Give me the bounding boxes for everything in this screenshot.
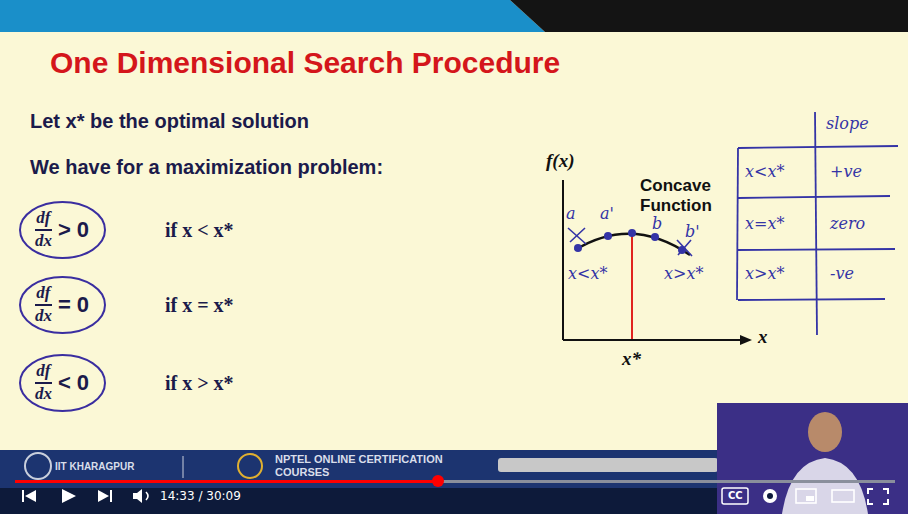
table-cell: x>x* xyxy=(745,264,784,283)
fraction: df dx xyxy=(35,284,52,325)
fraction: df dx xyxy=(35,362,52,403)
axis-label: x* xyxy=(622,348,641,370)
fraction-bar xyxy=(35,229,52,231)
fraction-bar xyxy=(35,382,52,384)
point-label: b xyxy=(652,214,662,233)
circled-derivative: df dx < 0 xyxy=(18,353,107,413)
numerator: df xyxy=(36,209,50,228)
progress-played xyxy=(15,480,438,483)
numerator: df xyxy=(36,284,50,303)
divider xyxy=(183,456,184,478)
slide-title: One Dimensional Search Procedure xyxy=(50,46,560,80)
table-cell: -ve xyxy=(830,264,854,283)
condition: if x = x* xyxy=(165,294,234,317)
table-cell: x=x* xyxy=(745,214,784,233)
region-label: x>x* xyxy=(664,264,703,283)
iit-logo xyxy=(25,453,51,479)
relation: > 0 xyxy=(58,217,89,243)
numerator: df xyxy=(36,362,50,381)
point-label: b' xyxy=(685,222,700,241)
condition: if x > x* xyxy=(165,372,234,395)
tool-icons xyxy=(498,458,718,472)
curve-points xyxy=(574,229,686,254)
condition: if x < x* xyxy=(165,219,234,242)
derivative-expression: df dx < 0 xyxy=(35,362,89,403)
circled-derivative: df dx > 0 xyxy=(18,200,107,260)
denominator: dx xyxy=(35,385,52,404)
relation: = 0 xyxy=(58,292,89,318)
point-label: a xyxy=(566,204,576,223)
logo-text: NPTEL ONLINE CERTIFICATION COURSES xyxy=(275,453,445,479)
table-cell: zero xyxy=(830,214,865,233)
statement: Let x* be the optimal solution xyxy=(30,110,309,133)
denominator: dx xyxy=(35,232,52,251)
nptel-logo xyxy=(238,454,262,478)
progress-track xyxy=(15,480,895,483)
axis-label: f(x) xyxy=(546,150,574,172)
progress-knob xyxy=(432,475,444,487)
presenter-video xyxy=(717,403,908,514)
captions-button: CC xyxy=(728,490,743,501)
y-axis xyxy=(562,180,564,340)
derivative-expression: df dx > 0 xyxy=(35,209,89,250)
fraction: df dx xyxy=(35,209,52,250)
table-cell: x<x* xyxy=(745,162,784,181)
presenter-body xyxy=(782,458,868,514)
derivative-expression: df dx = 0 xyxy=(35,284,89,325)
relation: < 0 xyxy=(58,370,89,396)
axis-arrow xyxy=(740,335,752,345)
logo-text: IIT KHARAGPUR xyxy=(55,461,134,472)
top-band-dark xyxy=(510,0,908,32)
table-cell: slope xyxy=(826,114,869,133)
presenter-head xyxy=(808,412,842,452)
region-label: x<x* xyxy=(568,264,607,283)
slope-table xyxy=(737,112,898,335)
curve-label: Concave Function xyxy=(640,176,730,217)
denominator: dx xyxy=(35,307,52,326)
time-display: 14:33 / 30:09 xyxy=(160,489,241,503)
axis-label: x xyxy=(758,326,768,348)
top-band xyxy=(0,0,545,32)
circled-derivative: df dx = 0 xyxy=(18,275,107,335)
x-axis xyxy=(563,339,748,341)
table-cell: +ve xyxy=(830,162,862,181)
fraction-bar xyxy=(35,304,52,306)
hand-marks xyxy=(568,228,692,256)
point-label: a' xyxy=(600,204,614,223)
optimum-line xyxy=(631,236,633,339)
statement: We have for a maximization problem: xyxy=(30,156,383,179)
player-controls xyxy=(22,488,888,504)
